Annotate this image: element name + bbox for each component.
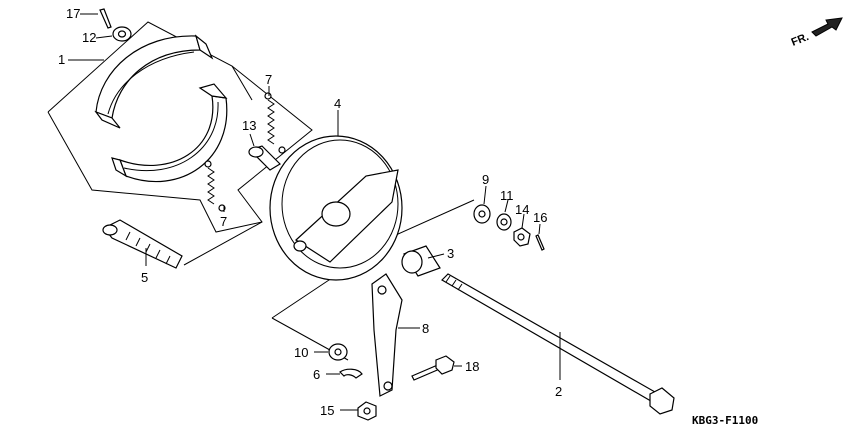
leader-lines — [68, 13, 561, 411]
washer-11 — [496, 213, 512, 231]
washer-9 — [473, 204, 491, 224]
callout-10: 10 — [294, 345, 308, 360]
callout-16: 16 — [533, 210, 547, 225]
cotter-pin-16 — [535, 234, 545, 251]
collar-3 — [401, 245, 441, 277]
spring-7-lower — [204, 160, 226, 212]
pivot-pin-13 — [248, 145, 281, 171]
callout-9: 9 — [482, 172, 489, 187]
brake-shoe-lower — [111, 83, 228, 183]
callout-6: 6 — [313, 367, 320, 382]
callout-3: 3 — [447, 246, 454, 261]
washer-10 — [328, 343, 348, 361]
diagram-code: KBG3-F1100 — [692, 414, 758, 427]
callout-7-upper: 7 — [265, 72, 272, 87]
nut-15 — [357, 401, 377, 421]
front-direction-arrow-icon — [811, 17, 843, 37]
direction-label: FR. — [790, 31, 811, 49]
nut-14 — [513, 227, 531, 247]
spring-clip-6 — [339, 368, 363, 379]
brake-panel-4 — [269, 135, 403, 281]
spring-7-upper — [264, 92, 286, 154]
callout-7-lower: 7 — [220, 214, 227, 229]
callout-8: 8 — [422, 321, 429, 336]
axle-2 — [441, 273, 675, 415]
callout-17: 17 — [66, 6, 80, 21]
callout-18: 18 — [465, 359, 479, 374]
callout-1: 1 — [58, 52, 65, 67]
callout-11: 11 — [500, 188, 514, 203]
washer-12 — [112, 26, 132, 42]
brake-cam-5 — [102, 219, 183, 269]
callout-15: 15 — [320, 403, 334, 418]
cotter-pin-17 — [99, 8, 112, 29]
brake-shoe-upper — [94, 34, 214, 129]
callout-12: 12 — [82, 30, 96, 45]
callout-13: 13 — [242, 118, 256, 133]
callout-2: 2 — [555, 384, 562, 399]
callout-5: 5 — [141, 270, 148, 285]
bolt-18 — [411, 355, 455, 381]
brake-arm-8 — [371, 273, 403, 397]
callout-14: 14 — [515, 202, 529, 217]
callout-4: 4 — [334, 96, 341, 111]
